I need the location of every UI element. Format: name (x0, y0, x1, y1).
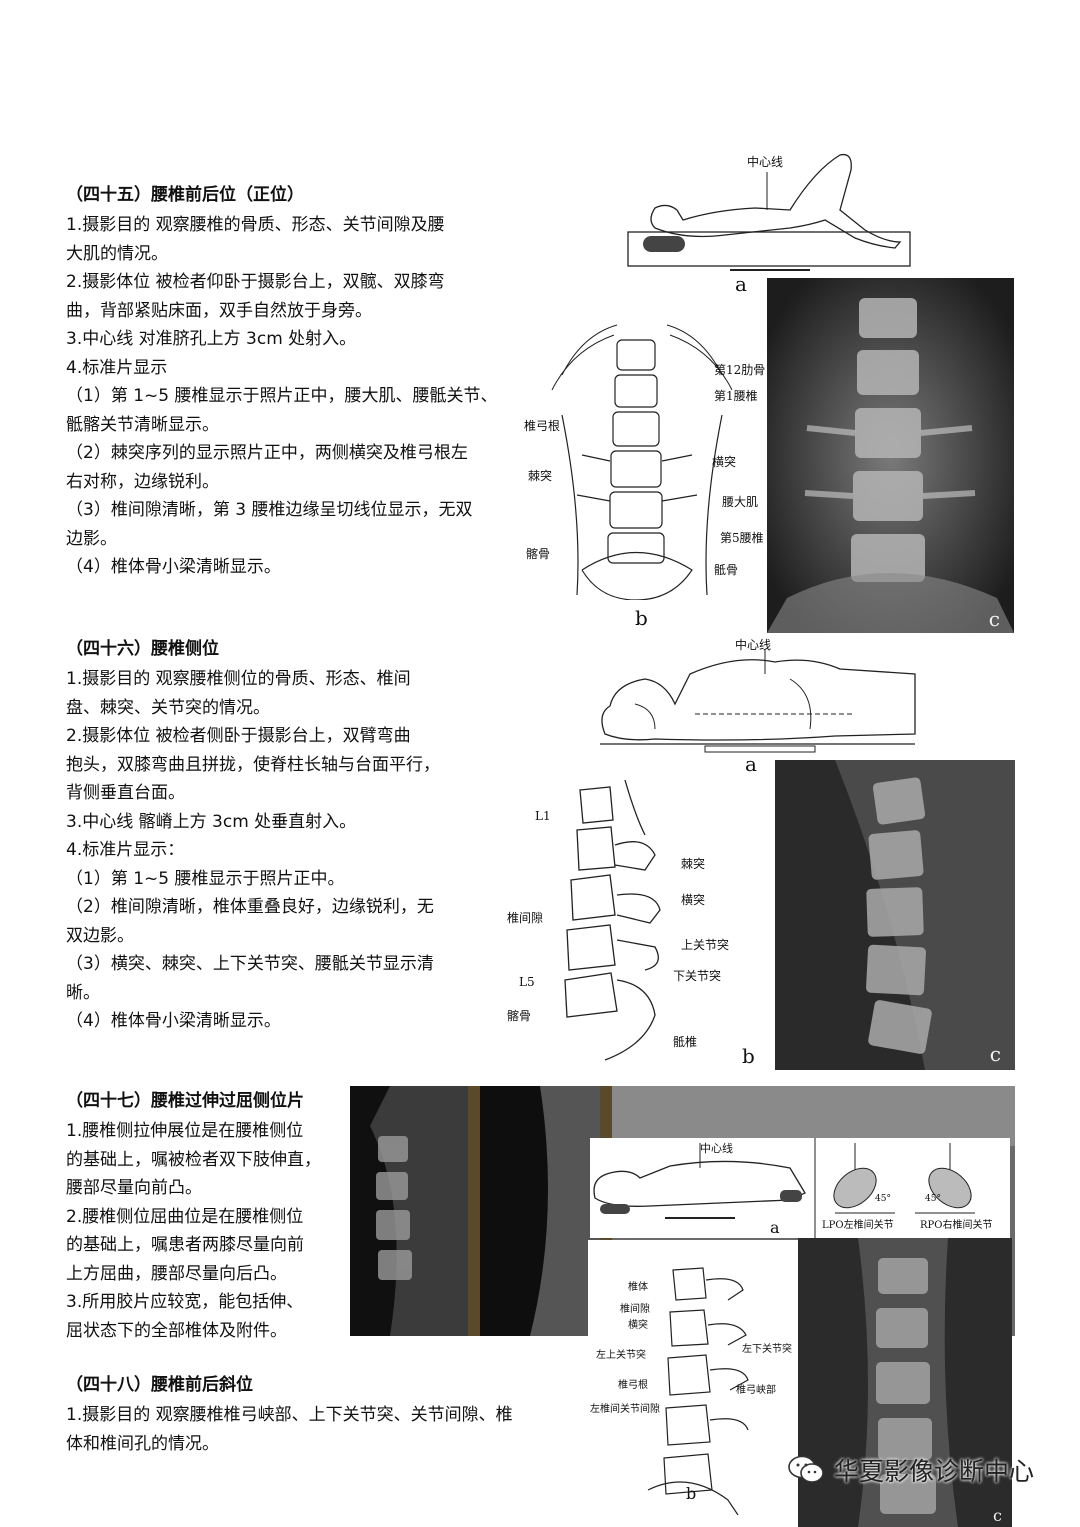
fig48b-label-6: 椎弓峡部 (736, 1385, 776, 1396)
s46-line: （2）椎间隙清晰，椎体重叠良好，边缘锐利，无 (66, 897, 434, 917)
section-48-title: （四十八）腰椎前后斜位 (66, 1375, 253, 1395)
watermark-text: 华夏影像诊断中心 (834, 1457, 1035, 1486)
fig48a-angle-right: 45° (925, 1194, 941, 1204)
fig45c-caption: c (988, 607, 1000, 631)
fig45b-label-0: 第12肋骨 (714, 363, 766, 377)
fig48a-angle-left: 45° (875, 1194, 891, 1204)
fig45b-label-4: 棘突 (528, 469, 553, 483)
fig48a-caption: a (770, 1218, 780, 1237)
fig46b-label-0: L1 (535, 809, 551, 823)
fig48c-oblique-xray: c (798, 1238, 1012, 1527)
s47-line: 腰部尽量向前凸。 (66, 1178, 202, 1198)
fig48a-center-label: 中心线 (700, 1142, 733, 1155)
watermark: 华夏影像诊断中心 (788, 1452, 1034, 1488)
s47-line: 2.腰椎侧位屈曲位是在腰椎侧位 (66, 1206, 304, 1227)
s45-line: 3.中心线 对准脐孔上方 3cm 处射入。 (66, 329, 357, 349)
s46-line: （3）横突、棘突、上下关节突、腰骶关节显示清 (66, 954, 434, 974)
s45-line: 2.摄影体位 被检者仰卧于摄影台上，双髋、双膝弯 (66, 272, 445, 292)
s47-line: 屈状态下的全部椎体及附件。 (66, 1320, 287, 1341)
s45-line: 4.标准片显示 (66, 357, 168, 378)
fig45b-label-2: 椎弓根 (524, 419, 561, 433)
fig48b-label-4: 左上关节突 (596, 1350, 646, 1361)
s46-line: 4.标准片显示： (66, 840, 185, 860)
fig45b-label-3: 横突 (712, 455, 737, 469)
fig45a-caption: a (735, 272, 747, 296)
fig46b-label-6: L5 (519, 975, 535, 989)
fig45b-ap-spine-drawing: 第12肋骨 第1腰椎 椎弓根 横突 棘突 腰大肌 第5腰椎 髂骨 骶骨 (522, 315, 767, 600)
s45-line: 曲，背部紧贴床面，双手自然放于身旁。 (66, 300, 372, 321)
s46-line: 2.摄影体位 被检者侧卧于摄影台上，双臂弯曲 (66, 726, 411, 746)
wechat-icon (788, 1455, 824, 1483)
fig46b-label-2: 横突 (681, 893, 706, 907)
s45-line: （4）椎体骨小梁清晰显示。 (66, 557, 281, 577)
fig48b-label-7: 左椎间关节间隙 (590, 1404, 660, 1415)
section-48: （四十八）腰椎前后斜位 1.摄影目的 观察腰椎椎弓峡部、上下关节突、关节间隙、椎… (66, 1370, 586, 1458)
fig45a-supine-drawing: 中心线 (625, 150, 915, 275)
fig46b-caption: b (742, 1044, 755, 1068)
s45-line: （2）棘突序列的显示照片正中，两侧横突及椎弓根左 (66, 443, 468, 463)
s45-line: 大肌的情况。 (66, 243, 168, 264)
s46-line: 抱头，双膝弯曲且拼拢，使脊柱长轴与台面平行， (66, 754, 440, 775)
fig46a-lateral-drawing: 中心线 (595, 634, 920, 759)
fig46b-label-8: 骶椎 (673, 1035, 698, 1049)
s45-line: （3）椎间隙清晰，第 3 腰椎边缘呈切线位显示，无双 (66, 500, 473, 520)
s46-line: 3.中心线 髂嵴上方 3cm 处垂直射入。 (66, 811, 357, 832)
fig48b-label-3: 左下关节突 (742, 1344, 792, 1355)
section-45-title: （四十五）腰椎前后位（正位） (66, 185, 304, 205)
s46-line: 双边影。 (66, 925, 134, 946)
fig45b-label-1: 第1腰椎 (714, 389, 758, 403)
section-46: （四十六）腰椎侧位 1.摄影目的 观察腰椎侧位的骨质、形态、椎间盘、棘突、关节突… (66, 634, 486, 1036)
s45-line: 1.摄影目的 观察腰椎的骨质、形态、关节间隙及腰 (66, 215, 445, 235)
s47-line: 3.所用胶片应较宽，能包括伸、 (66, 1292, 304, 1312)
fig48b-label-1: 椎间隙 (620, 1304, 650, 1315)
fig46a-caption: a (745, 752, 757, 776)
s46-line: 背侧垂直台面。 (66, 783, 185, 803)
s45-line: 骶髂关节清晰显示。 (66, 414, 219, 435)
fig46b-lateral-spine-drawing: L1 棘突 横突 椎间隙 上关节突 下关节突 L5 髂骨 骶椎 (505, 775, 765, 1065)
s46-line: 盘、棘突、关节突的情况。 (66, 697, 270, 718)
fig45b-label-5: 腰大肌 (722, 495, 759, 509)
s47-line: 1.腰椎侧拉伸展位是在腰椎侧位 (66, 1121, 304, 1141)
section-47-title: （四十七）腰椎过伸过屈侧位片 (66, 1091, 304, 1111)
s47-line: 的基础上，嘱被检者双下肢伸直， (66, 1149, 321, 1170)
fig46b-label-4: 上关节突 (681, 938, 730, 952)
fig48b-oblique-spine-drawing: 椎体 椎间隙 横突 左下关节突 左上关节突 椎弓根 椎弓峡部 左椎间关节间隙 (588, 1240, 798, 1515)
fig45b-label-7: 髂骨 (526, 547, 551, 561)
fig46c-caption: c (989, 1042, 1001, 1066)
s46-line: （1）第 1~5 腰椎显示于照片正中。 (66, 868, 345, 889)
fig46a-center-label: 中心线 (735, 638, 772, 652)
fig46c-lateral-xray: c (775, 760, 1015, 1070)
fig45c-ap-xray: c (767, 278, 1014, 633)
section-46-title: （四十六）腰椎侧位 (66, 639, 219, 659)
s47-line: 的基础上，嘱患者两膝尽量向前 (66, 1235, 304, 1255)
s45-line: 边影。 (66, 528, 117, 549)
s46-line: 晰。 (66, 982, 100, 1003)
fig48b-label-0: 椎体 (628, 1282, 648, 1293)
fig46b-label-5: 下关节突 (673, 969, 722, 983)
s48-line: 1.摄影目的 观察腰椎椎弓峡部、上下关节突、关节间隙、椎 (66, 1405, 513, 1425)
fig45a-center-label: 中心线 (747, 155, 784, 169)
s47-line: 上方屈曲，腰部尽量向后凸。 (66, 1263, 287, 1284)
fig45b-label-8: 骶骨 (714, 563, 739, 577)
fig48b-label-2: 横突 (628, 1320, 648, 1331)
fig48a-lpo-label: LPO左椎间关节 (822, 1220, 894, 1231)
s48-line: 体和椎间孔的情况。 (66, 1433, 219, 1454)
fig48b-label-5: 椎弓根 (618, 1380, 648, 1391)
section-45: （四十五）腰椎前后位（正位） 1.摄影目的 观察腰椎的骨质、形态、关节间隙及腰大… (66, 180, 516, 582)
fig45b-label-6: 第5腰椎 (720, 531, 764, 545)
fig48c-caption: c (993, 1506, 1002, 1525)
fig46b-label-7: 髂骨 (507, 1009, 532, 1023)
fig45b-caption: b (635, 606, 648, 630)
fig46b-label-3: 椎间隙 (507, 911, 544, 925)
s46-line: 1.摄影目的 观察腰椎侧位的骨质、形态、椎间 (66, 669, 411, 689)
s46-line: （4）椎体骨小梁清晰显示。 (66, 1011, 281, 1031)
section-47: （四十七）腰椎过伸过屈侧位片 1.腰椎侧拉伸展位是在腰椎侧位的基础上，嘱被检者双… (66, 1086, 356, 1345)
s45-line: 右对称，边缘锐利。 (66, 471, 219, 492)
fig46b-label-1: 棘突 (681, 857, 706, 871)
fig48a-oblique-drawing: 中心线 45° 45° LPO左椎间关节 RPO右椎间关节 (590, 1138, 1010, 1238)
s45-line: （1）第 1~5 腰椎显示于照片正中，腰大肌、腰骶关节、 (66, 386, 498, 406)
fig48a-rpo-label: RPO右椎间关节 (920, 1220, 993, 1231)
fig48b-caption: b (686, 1484, 697, 1503)
